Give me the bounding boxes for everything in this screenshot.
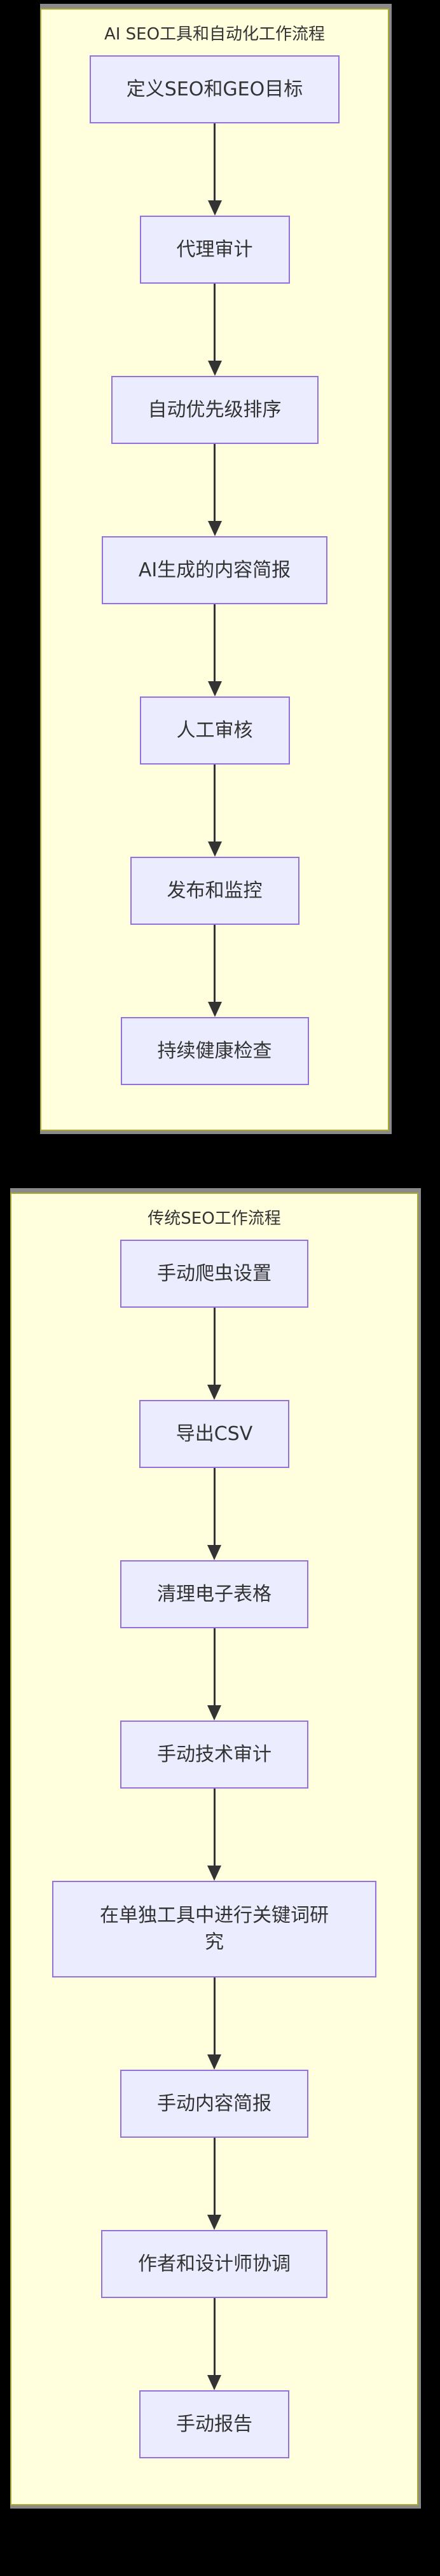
flow-arrow-down-icon xyxy=(207,1468,221,1560)
flow-node-manual-tech-audit: 手动技术审计 xyxy=(120,1721,308,1789)
flow-arrow-down-icon xyxy=(207,1628,221,1721)
flow-node-clean-spreadsheet: 清理电子表格 xyxy=(120,1560,308,1628)
flow-arrow-down-icon xyxy=(207,1977,221,2070)
flow-arrow-down-icon xyxy=(207,444,222,536)
flow-arrow-down-icon xyxy=(207,1789,221,1881)
flow-node-manual-reporting: 手动报告 xyxy=(139,2390,289,2458)
flow-arrow-down-icon xyxy=(207,123,222,216)
flow-arrow-down-icon xyxy=(207,765,222,857)
flow-node-human-review: 人工审核 xyxy=(139,696,290,765)
flow-arrow-down-icon xyxy=(207,925,222,1017)
flow-node-keyword-research: 在单独工具中进行关键词研究 xyxy=(52,1881,376,1977)
flow-arrow-down-icon xyxy=(207,2298,221,2390)
flow-arrow-down-icon xyxy=(207,2138,221,2230)
ai-workflow-subgraph: AI SEO工具和自动化工作流程 定义SEO和GEO目标 代理审计 自动优先级排… xyxy=(40,8,389,1131)
ai-workflow-panel: AI SEO工具和自动化工作流程 定义SEO和GEO目标 代理审计 自动优先级排… xyxy=(40,4,392,1134)
flow-arrow-down-icon xyxy=(207,1308,221,1400)
flow-node-export-csv: 导出CSV xyxy=(139,1400,290,1468)
flow-node-define-goals: 定义SEO和GEO目标 xyxy=(89,55,340,123)
flow-node-writer-designer-coord: 作者和设计师协调 xyxy=(101,2230,327,2298)
flow-node-manual-crawl: 手动爬虫设置 xyxy=(120,1240,308,1308)
flow-node-health-checks: 持续健康检查 xyxy=(120,1017,309,1085)
flow-node-manual-briefs: 手动内容简报 xyxy=(120,2070,308,2138)
traditional-workflow-subgraph: 传统SEO工作流程 手动爬虫设置 导出CSV 清理电子表格 手动技术审计 在单独… xyxy=(10,1193,418,2505)
flow-arrow-down-icon xyxy=(207,604,222,696)
flow-node-ai-briefs: AI生成的内容简报 xyxy=(101,536,328,604)
flow-node-publish-monitor: 发布和监控 xyxy=(130,857,299,925)
traditional-workflow-panel: 传统SEO工作流程 手动爬虫设置 导出CSV 清理电子表格 手动技术审计 在单独… xyxy=(10,1188,421,2509)
traditional-workflow-title: 传统SEO工作流程 xyxy=(148,1208,281,1228)
ai-workflow-title: AI SEO工具和自动化工作流程 xyxy=(104,24,326,44)
flow-node-agent-audit: 代理审计 xyxy=(139,216,290,284)
flow-node-auto-priority: 自动优先级排序 xyxy=(111,376,319,444)
flow-arrow-down-icon xyxy=(207,284,222,376)
